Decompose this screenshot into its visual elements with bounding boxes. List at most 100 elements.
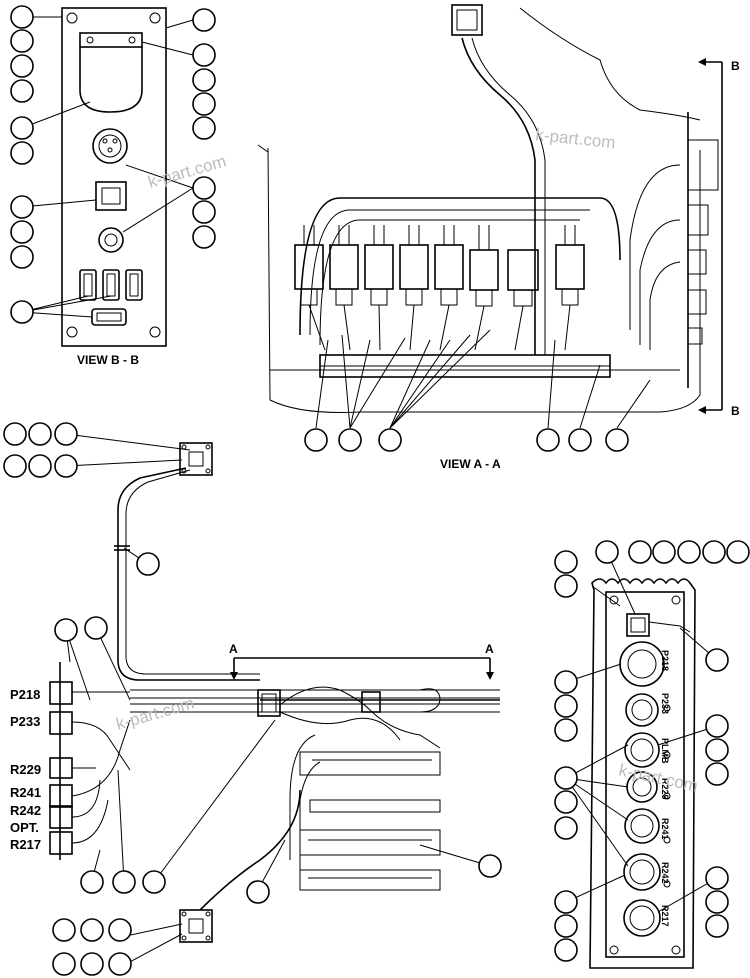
section-marker-a-right: A <box>485 642 494 656</box>
panel-label: R229 <box>660 778 670 800</box>
panel-label: PLMB <box>660 738 670 764</box>
panel-callout-bubbles <box>554 540 750 962</box>
callout-bubble <box>554 670 578 694</box>
callout-bubble <box>595 540 619 564</box>
callout-bubble <box>108 952 132 976</box>
callout-bubble <box>3 454 27 478</box>
section-marker-b-bottom: B <box>731 404 740 418</box>
callout-bubble <box>10 116 34 140</box>
view-aa-title: VIEW A - A <box>440 457 501 471</box>
callout-bubble <box>478 854 502 878</box>
view-bb-title: VIEW B - B <box>77 353 139 367</box>
callout-bubble <box>54 422 78 446</box>
callout-bubble <box>80 952 104 976</box>
watermark: k-part.com <box>114 693 196 733</box>
callout-bubble <box>192 92 216 116</box>
panel-label: R217 <box>660 905 670 927</box>
callout-bubble <box>80 870 104 894</box>
callout-bubble <box>192 116 216 140</box>
callout-bubble <box>554 550 578 574</box>
callout-bubble <box>108 918 132 942</box>
callout-bubble <box>10 141 34 165</box>
callout-bubble <box>554 766 578 790</box>
plug-connector <box>329 225 359 306</box>
callout-bubble <box>10 245 34 269</box>
callout-bubble <box>705 738 729 762</box>
callout-bubble <box>52 918 76 942</box>
callout-bubble <box>705 714 729 738</box>
callout-bubble <box>10 300 34 324</box>
callout-bubble <box>246 880 270 904</box>
callout-bubble <box>28 422 52 446</box>
watermark: k-part.com <box>535 125 617 152</box>
callout-bubble <box>554 790 578 814</box>
harness-callout-bubbles <box>3 422 502 976</box>
callout-bubble <box>192 8 216 32</box>
callout-bubble <box>705 866 729 890</box>
callout-bubble <box>112 870 136 894</box>
callout-bubble <box>54 618 78 642</box>
plug-connector <box>469 225 499 307</box>
panel-label: P218 <box>660 650 670 671</box>
callout-bubble <box>554 938 578 962</box>
plug-connector <box>364 225 394 306</box>
label-opt: OPT. <box>10 820 39 835</box>
callout-bubble <box>554 816 578 840</box>
callout-bubble <box>705 648 729 672</box>
callout-bubble <box>605 428 629 452</box>
label-p233: P233 <box>10 714 40 729</box>
callout-bubble <box>192 68 216 92</box>
plug-connector <box>399 225 429 306</box>
harness-assembly <box>49 433 500 965</box>
callout-bubble <box>705 914 729 938</box>
callout-bubble <box>378 428 402 452</box>
view-aa-assembly <box>257 4 723 414</box>
panel-label: R241 <box>660 818 670 840</box>
callout-bubble <box>136 552 160 576</box>
callout-bubble <box>10 29 34 53</box>
view-aa-callout-bubbles <box>304 428 629 452</box>
callout-bubble <box>192 176 216 200</box>
label-r217: R217 <box>10 837 41 852</box>
callout-bubble <box>28 454 52 478</box>
panel-label: P233 <box>660 693 670 714</box>
callout-bubble <box>536 428 560 452</box>
callout-bubble <box>554 914 578 938</box>
callout-bubble <box>304 428 328 452</box>
callout-bubble <box>726 540 750 564</box>
panel-label: R242 <box>660 862 670 884</box>
callout-bubble <box>192 225 216 249</box>
panel-vertical-labels: P218 P233 PLMB R229 R241 R242 R217 <box>660 650 670 927</box>
view-aa-leaders <box>315 329 651 429</box>
callout-bubble <box>554 574 578 598</box>
callout-bubble <box>10 195 34 219</box>
callout-bubble <box>568 428 592 452</box>
callout-bubble <box>192 200 216 224</box>
bulkhead-panel <box>565 551 718 969</box>
callout-bubble <box>10 5 34 29</box>
connector-designation-labels: P218 P233 R229 R241 R242 OPT. R217 <box>10 687 41 852</box>
plug-connector <box>555 225 585 306</box>
label-r241: R241 <box>10 785 41 800</box>
view-aa-plugs <box>294 225 585 351</box>
label-r229: R229 <box>10 762 41 777</box>
callout-bubble <box>677 540 701 564</box>
callout-bubble <box>3 422 27 446</box>
section-marker-b-top: B <box>731 59 740 73</box>
callout-bubble <box>628 540 652 564</box>
callout-bubble <box>80 918 104 942</box>
callout-bubble <box>52 952 76 976</box>
callout-bubble <box>554 718 578 742</box>
callout-bubble <box>10 54 34 78</box>
view-bb-callout-bubbles <box>10 5 216 324</box>
watermark: k-part.com <box>617 760 699 795</box>
label-r242: R242 <box>10 803 41 818</box>
callout-bubble <box>705 762 729 786</box>
section-marker-a-left: A <box>229 642 238 656</box>
callout-bubble <box>554 694 578 718</box>
view-bb-plate <box>21 7 194 347</box>
callout-bubble <box>554 890 578 914</box>
callout-bubble <box>142 870 166 894</box>
callout-bubble <box>84 616 108 640</box>
